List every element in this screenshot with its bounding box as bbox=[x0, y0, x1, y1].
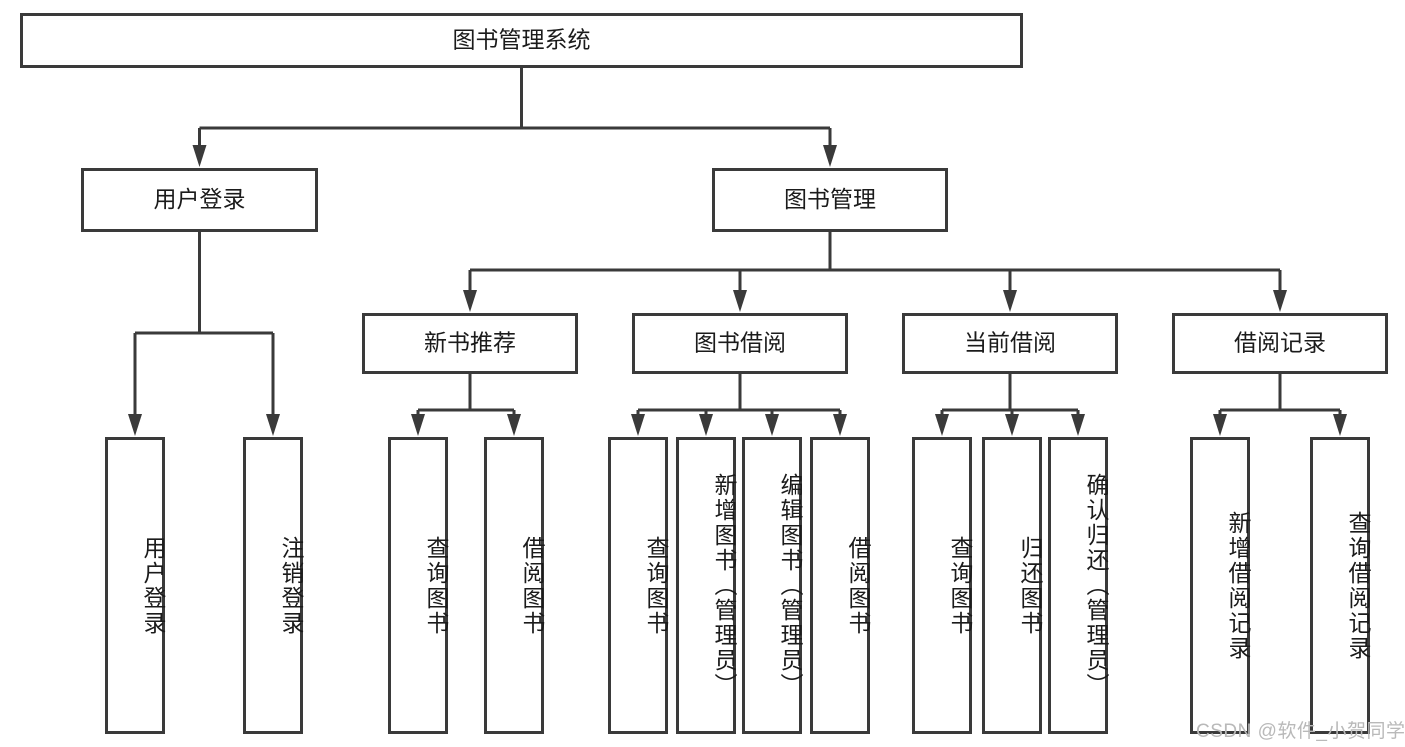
arrowhead-mgmt-to-level3-2 bbox=[733, 290, 747, 312]
node-leaf-5[interactable] bbox=[608, 437, 668, 734]
node-leaf-9[interactable] bbox=[912, 437, 972, 734]
arrowhead-leaf-1 bbox=[128, 414, 142, 436]
node-leaf-11[interactable] bbox=[1048, 437, 1108, 734]
node-leaf-10[interactable] bbox=[982, 437, 1042, 734]
node-leaf-6[interactable] bbox=[676, 437, 736, 734]
node-leaf-13[interactable] bbox=[1310, 437, 1370, 734]
node-leaf-8[interactable] bbox=[810, 437, 870, 734]
arrowhead-root-to-level2-1 bbox=[192, 145, 207, 167]
arrowhead-leaf-8 bbox=[833, 414, 847, 436]
csdn-watermark: CSDN @软件_小贺同学 bbox=[1196, 721, 1405, 742]
arrowhead-leaf-11 bbox=[1071, 414, 1085, 436]
arrowhead-leaf-10 bbox=[1005, 414, 1019, 436]
arrowhead-mgmt-to-level3-4 bbox=[1273, 290, 1287, 312]
arrowhead-leaf-9 bbox=[935, 414, 949, 436]
node-level3-label-2: 图书借阅 bbox=[694, 330, 786, 356]
node-level3-label-3: 当前借阅 bbox=[964, 330, 1056, 356]
arrowhead-leaf-6 bbox=[699, 414, 713, 436]
node-level2-label-1: 用户登录 bbox=[154, 186, 246, 212]
arrowhead-leaf-5 bbox=[631, 414, 645, 436]
arrowhead-leaf-13 bbox=[1333, 414, 1347, 436]
node-level3-label-4: 借阅记录 bbox=[1234, 330, 1326, 356]
node-root-label: 图书管理系统 bbox=[453, 27, 591, 53]
arrowhead-leaf-7 bbox=[765, 414, 779, 436]
node-leaf-1[interactable] bbox=[105, 437, 165, 734]
node-level2-label-2: 图书管理 bbox=[784, 186, 876, 212]
node-level3-3[interactable] bbox=[902, 313, 1118, 374]
node-root[interactable] bbox=[20, 13, 1023, 68]
node-leaf-3[interactable] bbox=[388, 437, 448, 734]
arrowhead-root-to-level2-2 bbox=[823, 145, 837, 167]
connector-layer bbox=[128, 68, 1347, 436]
node-level3-2[interactable] bbox=[632, 313, 848, 374]
node-level2-1[interactable] bbox=[81, 168, 318, 232]
node-level3-1[interactable] bbox=[362, 313, 578, 374]
node-level3-4[interactable] bbox=[1172, 313, 1388, 374]
node-leaf-2[interactable] bbox=[243, 437, 303, 734]
node-leaf-12[interactable] bbox=[1190, 437, 1250, 734]
arrowhead-leaf-4 bbox=[507, 414, 521, 436]
node-box-layer bbox=[20, 13, 1388, 734]
arrowhead-mgmt-to-level3-1 bbox=[463, 290, 477, 312]
node-leaf-4[interactable] bbox=[484, 437, 544, 734]
arrowhead-leaf-12 bbox=[1213, 414, 1227, 436]
arrowhead-leaf-2 bbox=[266, 414, 280, 436]
node-level3-label-1: 新书推荐 bbox=[424, 330, 516, 356]
arrowhead-leaf-3 bbox=[411, 414, 425, 436]
node-leaf-7[interactable] bbox=[742, 437, 802, 734]
arrowhead-mgmt-to-level3-3 bbox=[1003, 290, 1017, 312]
node-level2-2[interactable] bbox=[712, 168, 948, 232]
